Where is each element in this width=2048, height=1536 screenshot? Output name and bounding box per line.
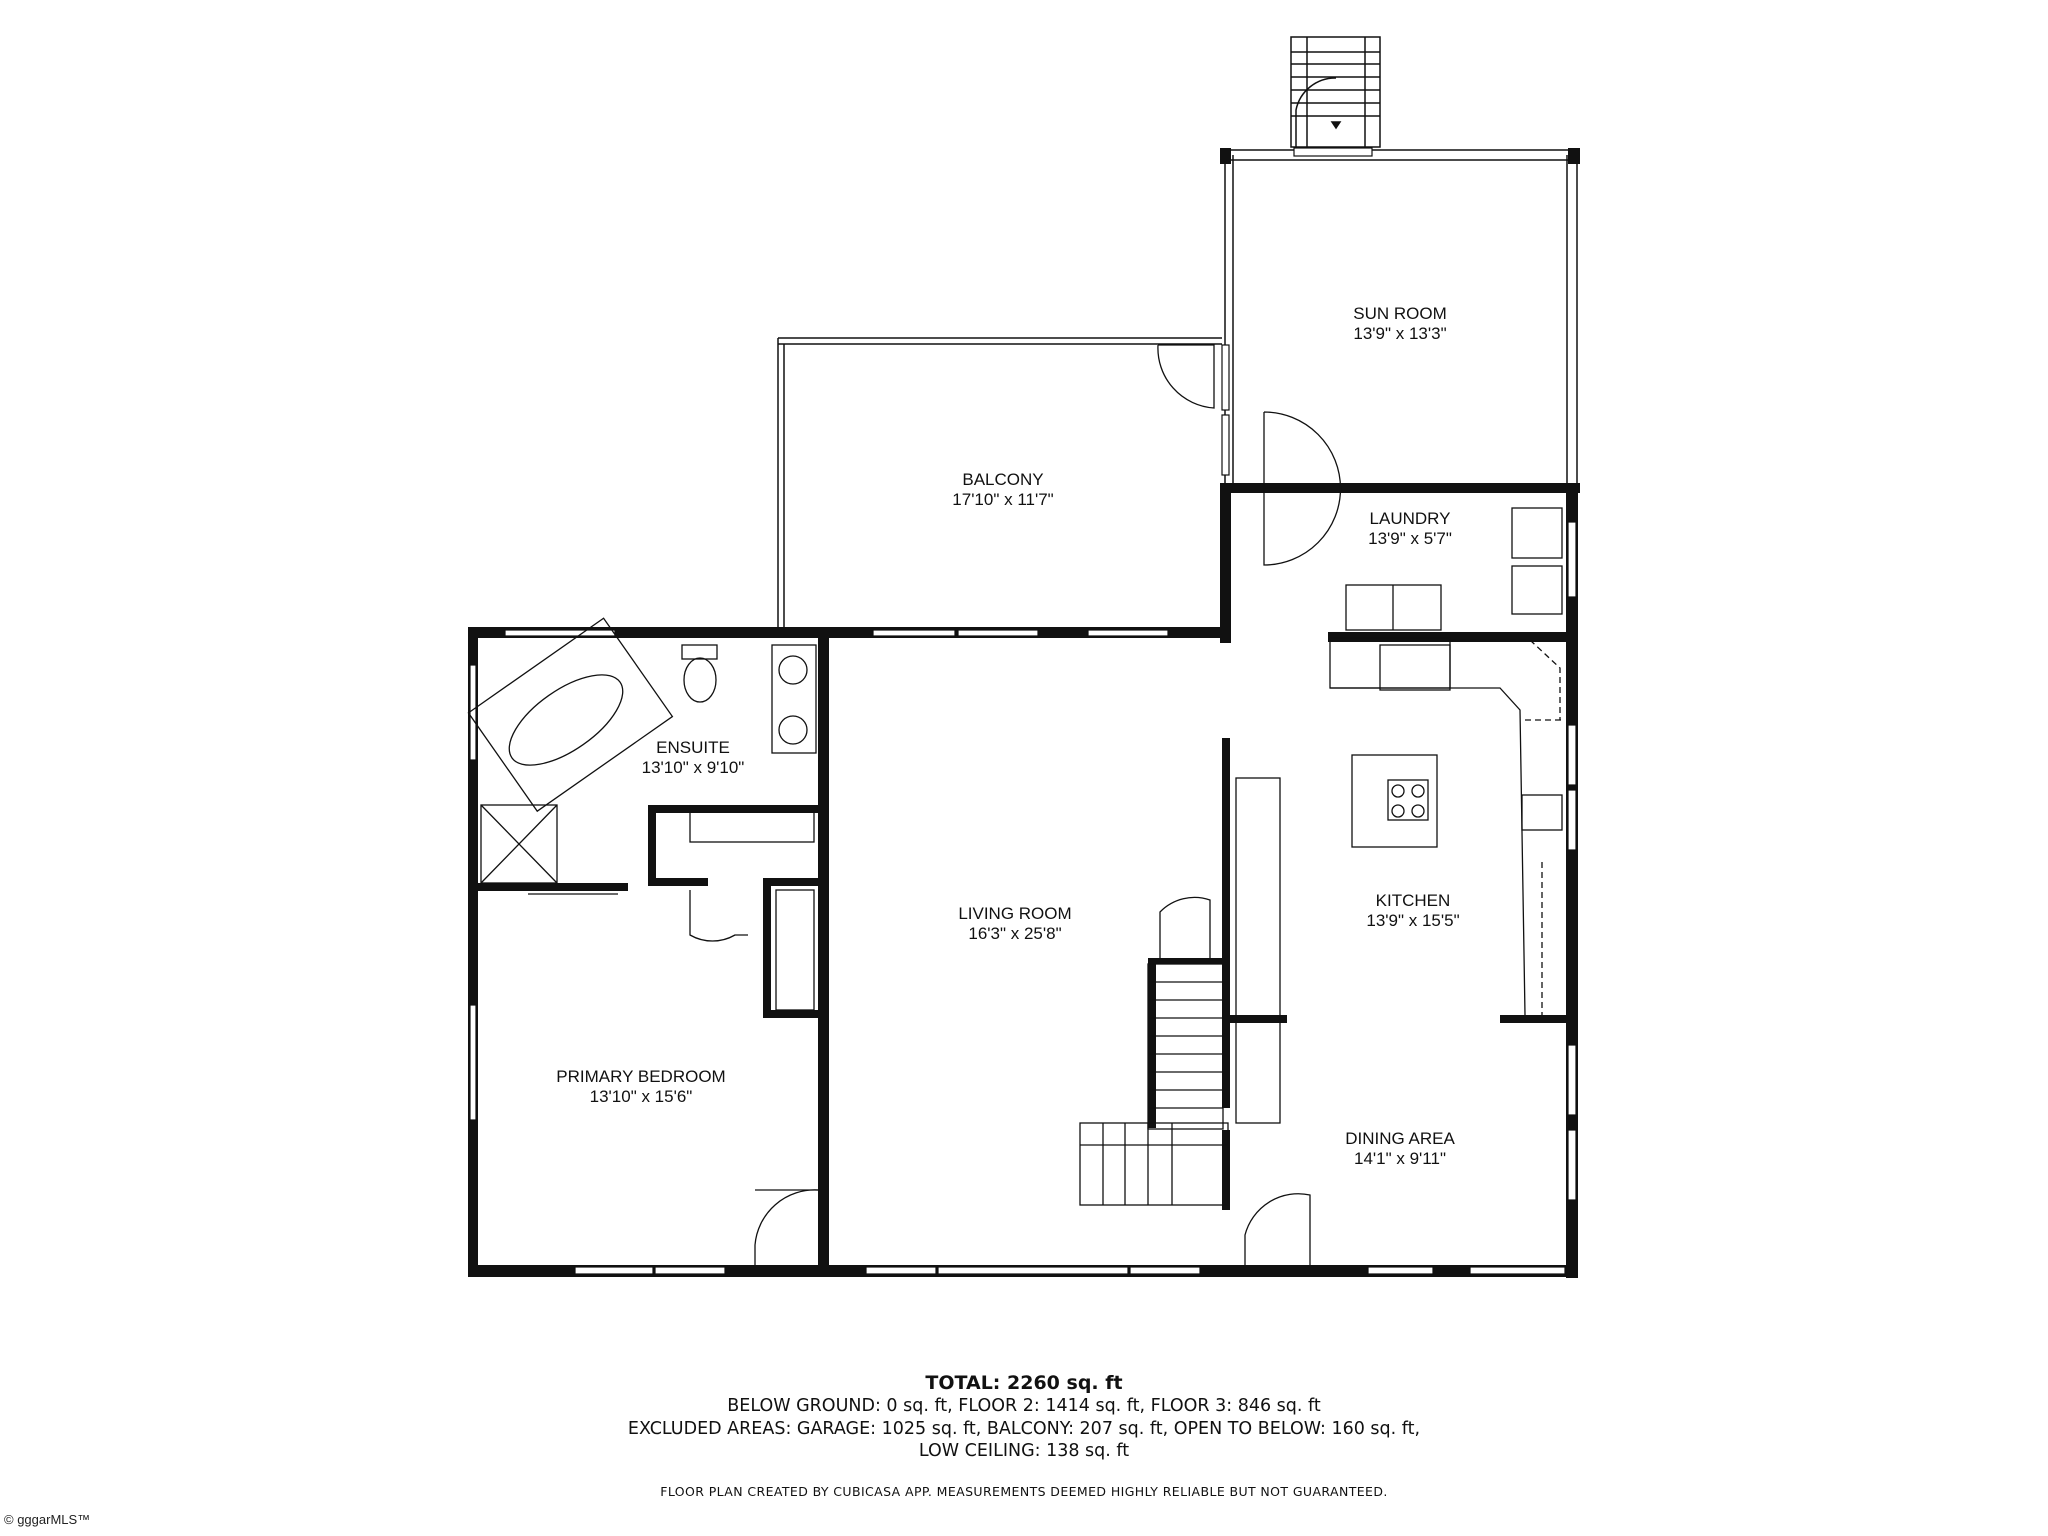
room-dimensions: 13'9" x 5'7"	[1368, 529, 1452, 548]
area-breakdown-line: BELOW GROUND: 0 sq. ft, FLOOR 2: 1414 sq…	[727, 1396, 1321, 1416]
fixtures	[467, 344, 1565, 1265]
balcony-railing	[777, 337, 1222, 630]
room-label-living-room: LIVING ROOM 16'3" x 25'8"	[958, 904, 1071, 944]
room-dimensions: 13'10" x 15'6"	[589, 1087, 693, 1106]
room-name: KITCHEN	[1375, 891, 1451, 910]
room-name: ENSUITE	[656, 738, 730, 757]
room-name: SUN ROOM	[1353, 304, 1447, 323]
mls-watermark: © gggarMLS™	[4, 1512, 91, 1527]
sun-room-walls	[1222, 149, 1578, 485]
room-label-ensuite: ENSUITE 13'10" x 9'10"	[642, 738, 745, 778]
exterior-stairs	[1290, 36, 1381, 148]
room-dimensions: 14'1" x 9'11"	[1354, 1149, 1446, 1168]
room-dimensions: 13'10" x 9'10"	[641, 758, 745, 777]
room-label-primary-bedroom: PRIMARY BEDROOM 13'10" x 15'6"	[556, 1067, 725, 1107]
room-name: DINING AREA	[1345, 1129, 1455, 1148]
room-name: PRIMARY BEDROOM	[556, 1067, 726, 1086]
room-dimensions: 13'9" x 13'3"	[1353, 324, 1447, 343]
room-name: LAUNDRY	[1369, 509, 1451, 528]
room-label-balcony: BALCONY 17'10" x 11'7"	[952, 470, 1053, 510]
room-name: BALCONY	[962, 470, 1044, 489]
room-dimensions: 16'3" x 25'8"	[968, 924, 1062, 943]
room-label-laundry: LAUNDRY 13'9" x 5'7"	[1368, 509, 1452, 549]
disclaimer: FLOOR PLAN CREATED BY CUBICASA APP. MEAS…	[660, 1484, 1388, 1499]
excluded-areas-line: EXCLUDED AREAS: GARAGE: 1025 sq. ft, BAL…	[627, 1419, 1421, 1439]
room-dimensions: 17'10" x 11'7"	[952, 490, 1054, 509]
room-label-sun-room: SUN ROOM 13'9" x 13'3"	[1353, 304, 1447, 344]
low-ceiling-line: LOW CEILING: 138 sq. ft	[918, 1441, 1130, 1461]
room-name: LIVING ROOM	[958, 904, 1072, 923]
room-label-kitchen: KITCHEN 13'9" x 15'5"	[1366, 891, 1459, 931]
room-dimensions: 13'9" x 15'5"	[1366, 911, 1460, 930]
room-label-dining-area: DINING AREA 14'1" x 9'11"	[1345, 1129, 1455, 1169]
windows	[469, 147, 1577, 1275]
total-area: TOTAL: 2260 sq. ft	[925, 1372, 1123, 1394]
